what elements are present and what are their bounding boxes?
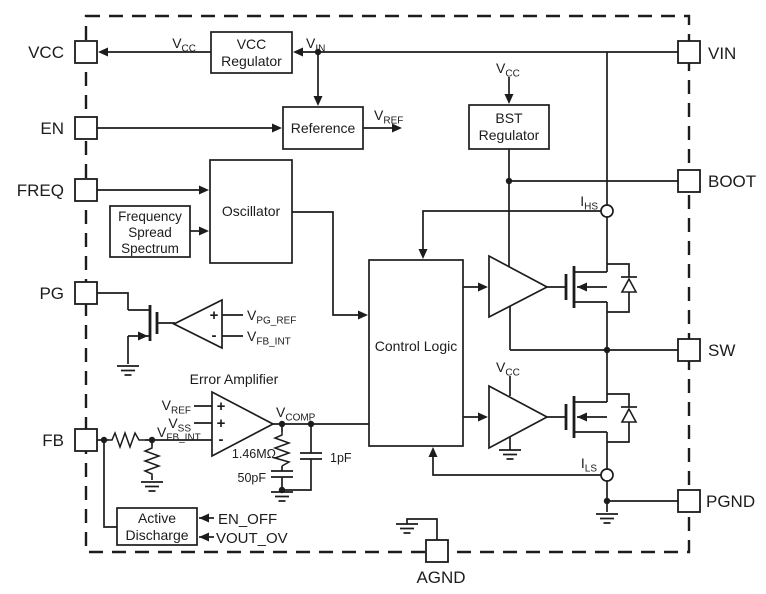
comp-ground xyxy=(271,491,293,502)
fss-label-3: Spectrum xyxy=(121,241,179,256)
signal-vref-out: VREF xyxy=(374,107,403,127)
pin-label-vcc: VCC xyxy=(28,43,64,62)
pin-label-en: EN xyxy=(40,119,64,138)
pin-label-vin: VIN xyxy=(708,44,736,63)
active-discharge-label-1: Active xyxy=(138,510,176,526)
pin-label-pgnd: PGND xyxy=(706,492,755,511)
fss-label-2: Spread xyxy=(128,225,172,240)
vcc-regulator-block xyxy=(210,31,293,74)
signal-vin: VIN xyxy=(306,35,325,55)
hs-gate-driver xyxy=(488,254,549,319)
mosfets xyxy=(138,263,638,443)
ls-body-diode xyxy=(607,393,638,443)
pg-comp-plus: + xyxy=(210,307,219,324)
signal-vcc-ls-driver: VCC xyxy=(496,359,520,379)
signal-vref-in: VREF xyxy=(162,397,191,417)
ff-capacitor-1pf xyxy=(300,452,322,460)
active-discharge-label-2: Discharge xyxy=(125,527,188,543)
pin-fb xyxy=(74,428,98,452)
pin-label-agnd: AGND xyxy=(416,568,465,587)
signal-vcc-out: VCC xyxy=(172,35,196,55)
pin-label-pg: PG xyxy=(39,284,64,303)
pin-en xyxy=(74,116,98,140)
ils-current-sense xyxy=(600,468,614,482)
fb-shunt-resistor xyxy=(142,446,162,476)
oscillator-label: Oscillator xyxy=(222,203,281,219)
ls-gate-driver xyxy=(488,384,549,450)
signal-vpg-ref: VPG_REF xyxy=(247,307,296,327)
signal-vcomp: VCOMP xyxy=(276,404,316,424)
pg-mosfet xyxy=(138,305,159,341)
pin-freq xyxy=(74,178,98,202)
pin-squares xyxy=(74,40,701,563)
control-logic-label: Control Logic xyxy=(375,338,458,354)
signal-ils: ILS xyxy=(581,455,597,475)
pin-pgnd xyxy=(677,489,701,513)
ff-capacitor-value: 1pF xyxy=(330,451,352,465)
pin-label-fb: FB xyxy=(42,431,64,450)
pin-label-freq: FREQ xyxy=(17,181,64,200)
signal-vcc-bst: VCC xyxy=(496,60,520,80)
arrowheads xyxy=(98,47,514,542)
pin-boot xyxy=(677,169,701,193)
signal-vfb-int-ea: VFB_INT xyxy=(157,424,201,444)
fss-label-1: Frequency xyxy=(118,209,182,224)
resistors xyxy=(109,430,292,476)
pin-sw xyxy=(677,338,701,362)
bst-regulator-label-1: BST xyxy=(495,110,523,126)
signal-vout-ov: VOUT_OV xyxy=(216,530,288,547)
junction-dots xyxy=(100,48,611,505)
power-ground xyxy=(596,513,618,524)
amplifiers xyxy=(172,254,549,458)
signal-ihs: IHS xyxy=(580,193,598,213)
reference-label: Reference xyxy=(291,120,356,136)
bst-regulator-block xyxy=(468,104,550,150)
fb-series-resistor xyxy=(109,430,145,450)
pin-vin xyxy=(677,40,701,64)
comp-capacitor-50pf xyxy=(271,470,293,478)
hs-body-diode xyxy=(607,263,638,313)
pin-agnd xyxy=(425,539,449,563)
comp-resistor xyxy=(272,432,292,467)
pin-pg xyxy=(74,281,98,305)
pin-label-sw: SW xyxy=(708,341,735,360)
blocks xyxy=(109,31,550,546)
ihs-current-sense xyxy=(600,204,614,218)
error-amplifier xyxy=(211,390,275,458)
oscillator-block xyxy=(209,159,293,264)
pg-comparator xyxy=(172,298,223,350)
pin-vcc xyxy=(74,40,98,64)
signal-en-off: EN_OFF xyxy=(218,511,277,528)
active-discharge-block xyxy=(116,507,198,546)
ea-plus-1: + xyxy=(217,398,226,415)
comp-capacitor-value: 50pF xyxy=(238,471,267,485)
ls-mosfet xyxy=(564,396,607,438)
ea-plus-2: + xyxy=(217,415,226,432)
bst-regulator-label-2: Regulator xyxy=(479,127,540,143)
ls-driver-ground xyxy=(499,449,521,460)
reference-block xyxy=(282,106,364,150)
pg-comp-minus: - xyxy=(212,327,217,344)
frequency-spread-spectrum-block xyxy=(109,205,191,258)
capacitors xyxy=(271,452,322,478)
ea-minus: - xyxy=(219,431,224,448)
vcc-regulator-label-1: VCC xyxy=(237,36,267,52)
control-logic-block xyxy=(368,259,464,447)
hs-mosfet xyxy=(564,266,607,308)
ground-symbols xyxy=(117,365,618,534)
agnd-ground xyxy=(396,523,418,534)
signal-vss: VSS xyxy=(168,415,191,435)
error-amplifier-title: Error Amplifier xyxy=(190,371,279,387)
vcc-regulator-label-2: Regulator xyxy=(221,53,282,69)
pg-ground xyxy=(117,365,139,376)
signal-vfb-int-pg: VFB_INT xyxy=(247,328,291,348)
pin-label-boot: BOOT xyxy=(708,172,756,191)
fb-ground xyxy=(141,481,163,492)
comp-resistor-value: 1.46MΩ xyxy=(232,447,276,461)
